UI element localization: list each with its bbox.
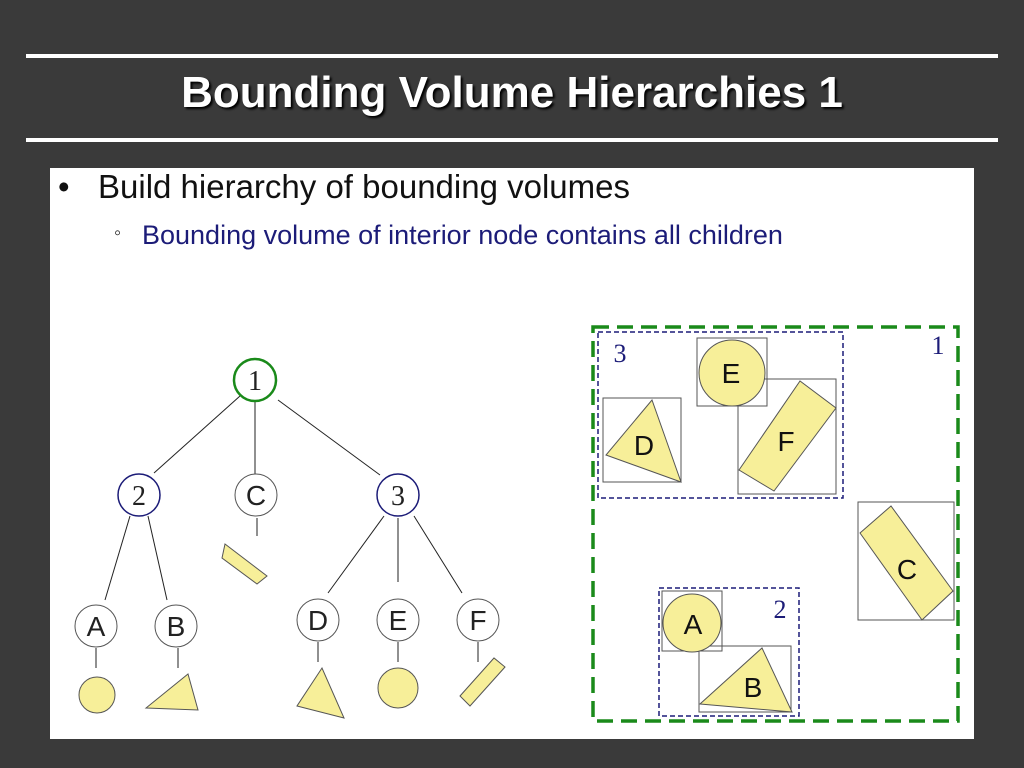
tree-shape-a-circle-icon bbox=[78, 676, 116, 714]
tree-node-2-label: 2 bbox=[132, 481, 146, 512]
tree-leaf-b bbox=[154, 604, 198, 648]
tree-node-3-label: 3 bbox=[391, 481, 405, 512]
tree-node-root-label: 1 bbox=[248, 366, 262, 397]
tree-shape-b-triangle-icon bbox=[144, 673, 199, 711]
tree-leaf-d bbox=[296, 598, 340, 642]
tree-leaf-f bbox=[456, 598, 500, 642]
tree-node-3 bbox=[376, 473, 420, 517]
tree-leaf-a bbox=[74, 604, 118, 648]
tree-shape-f-rectangle-icon bbox=[459, 657, 506, 707]
tree-shape-c-rectangle-icon bbox=[221, 543, 268, 585]
edge-1-2 bbox=[153, 395, 241, 474]
leaf-bbox-b bbox=[698, 645, 792, 713]
tree-diagram bbox=[95, 395, 479, 668]
leaf-bbox-f bbox=[737, 378, 837, 495]
scene-shape-c-rectangle-icon bbox=[859, 505, 954, 621]
scene-shape-e-label: E bbox=[722, 358, 741, 389]
scene-shape-b-label: B bbox=[744, 672, 763, 703]
bottom-rule bbox=[26, 138, 998, 142]
diagram-canvas: 1 2 C 3 A B D E F 1 3 2 bbox=[74, 325, 960, 723]
tree-node-root bbox=[232, 357, 278, 403]
leaf-bbox-c bbox=[857, 501, 955, 621]
tree-node-2 bbox=[117, 473, 161, 517]
tree-leaf-a-label: A bbox=[87, 611, 106, 642]
tree-leaf-e bbox=[376, 598, 420, 642]
tree-node-c-label: C bbox=[246, 480, 266, 511]
bounding-box-1-label: 1 bbox=[932, 331, 945, 360]
edge-3-d bbox=[327, 515, 385, 594]
bounding-box-2-label: 2 bbox=[774, 595, 787, 624]
edge-1-3 bbox=[277, 399, 381, 476]
tree-leaf-b-label: B bbox=[167, 611, 186, 642]
tree-leaf-e-label: E bbox=[389, 605, 408, 636]
scene-shape-a-label: A bbox=[684, 609, 703, 640]
subbullet-circle-icon: ◦ bbox=[114, 222, 122, 244]
tree-shape-d-triangle-icon bbox=[296, 666, 345, 719]
bounding-box-3 bbox=[597, 331, 844, 499]
bullet-dot-icon: • bbox=[58, 168, 70, 205]
scene-shape-b-triangle-icon bbox=[698, 647, 793, 713]
slide-title: Bounding Volume Hierarchies 1 bbox=[181, 68, 843, 117]
edge-2-a bbox=[104, 515, 131, 601]
leaf-bbox-d bbox=[602, 397, 682, 483]
subbullet-text: Bounding volume of interior node contain… bbox=[142, 220, 783, 250]
tree-leaf-f-label: F bbox=[469, 605, 486, 636]
bounding-box-1 bbox=[591, 325, 960, 723]
scene-shape-c-label: C bbox=[897, 554, 917, 585]
scene-shape-f-label: F bbox=[777, 426, 794, 457]
tree-shape-e-circle-icon bbox=[377, 667, 419, 709]
edge-3-f bbox=[413, 515, 463, 594]
scene-shape-d-triangle-icon bbox=[605, 399, 682, 483]
tree-leaf-d-label: D bbox=[308, 605, 328, 636]
content-panel: • Build hierarchy of bounding volumes ◦ … bbox=[50, 168, 974, 739]
scene-shape-e-circle-icon bbox=[698, 339, 766, 407]
top-rule bbox=[26, 54, 998, 58]
tree-node-c bbox=[234, 473, 278, 517]
scene-shape-a-circle-icon bbox=[662, 593, 722, 653]
scene-shape-d-label: D bbox=[634, 430, 654, 461]
scene-shape-f-rectangle-icon bbox=[738, 380, 837, 492]
bullet-text: Build hierarchy of bounding volumes bbox=[98, 168, 630, 205]
bounding-box-3-label: 3 bbox=[614, 339, 627, 368]
edge-2-b bbox=[147, 515, 168, 601]
bounding-box-2 bbox=[658, 587, 800, 717]
